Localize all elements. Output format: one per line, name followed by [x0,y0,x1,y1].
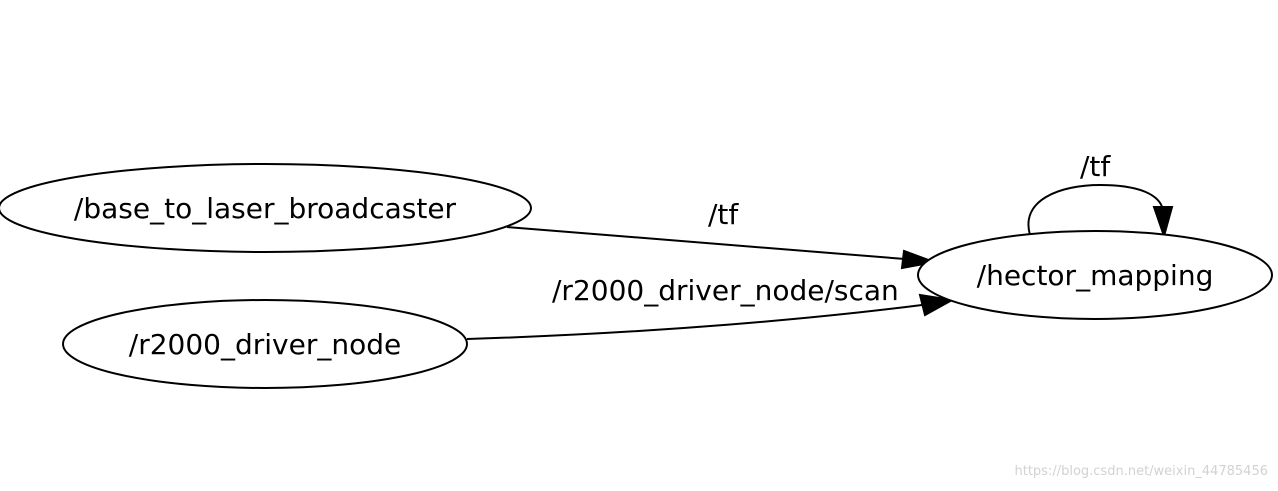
edge-label-scan: /r2000_driver_node/scan [552,274,899,307]
node-hector-mapping[interactable]: /hector_mapping [917,230,1273,320]
node-ellipse [62,299,468,389]
node-label: /r2000_driver_node [129,328,401,361]
arrowhead-icon [1152,206,1174,240]
edge-line [466,304,923,340]
edge-hector-self-loop[interactable]: /tf [1027,150,1174,240]
node-label: /base_to_laser_broadcaster [74,192,457,225]
node-ellipse [0,163,532,253]
edge-label-tf-loop: /tf [1080,150,1111,183]
edge-line [506,226,906,260]
node-base-to-laser-broadcaster[interactable]: /base_to_laser_broadcaster [0,163,532,253]
node-label: /hector_mapping [977,259,1214,292]
edge-base-to-hector[interactable]: /tf [506,198,938,270]
node-ellipse [917,230,1273,320]
edge-r2000-to-hector[interactable]: /r2000_driver_node/scan [466,274,956,340]
edge-label-tf: /tf [708,198,739,231]
edge-line [1027,183,1164,236]
node-r2000-driver-node[interactable]: /r2000_driver_node [62,299,468,389]
arrowhead-icon [918,293,956,317]
arrowhead-icon [900,249,938,270]
watermark-text: https://blog.csdn.net/weixin_44785456 [1014,464,1268,479]
